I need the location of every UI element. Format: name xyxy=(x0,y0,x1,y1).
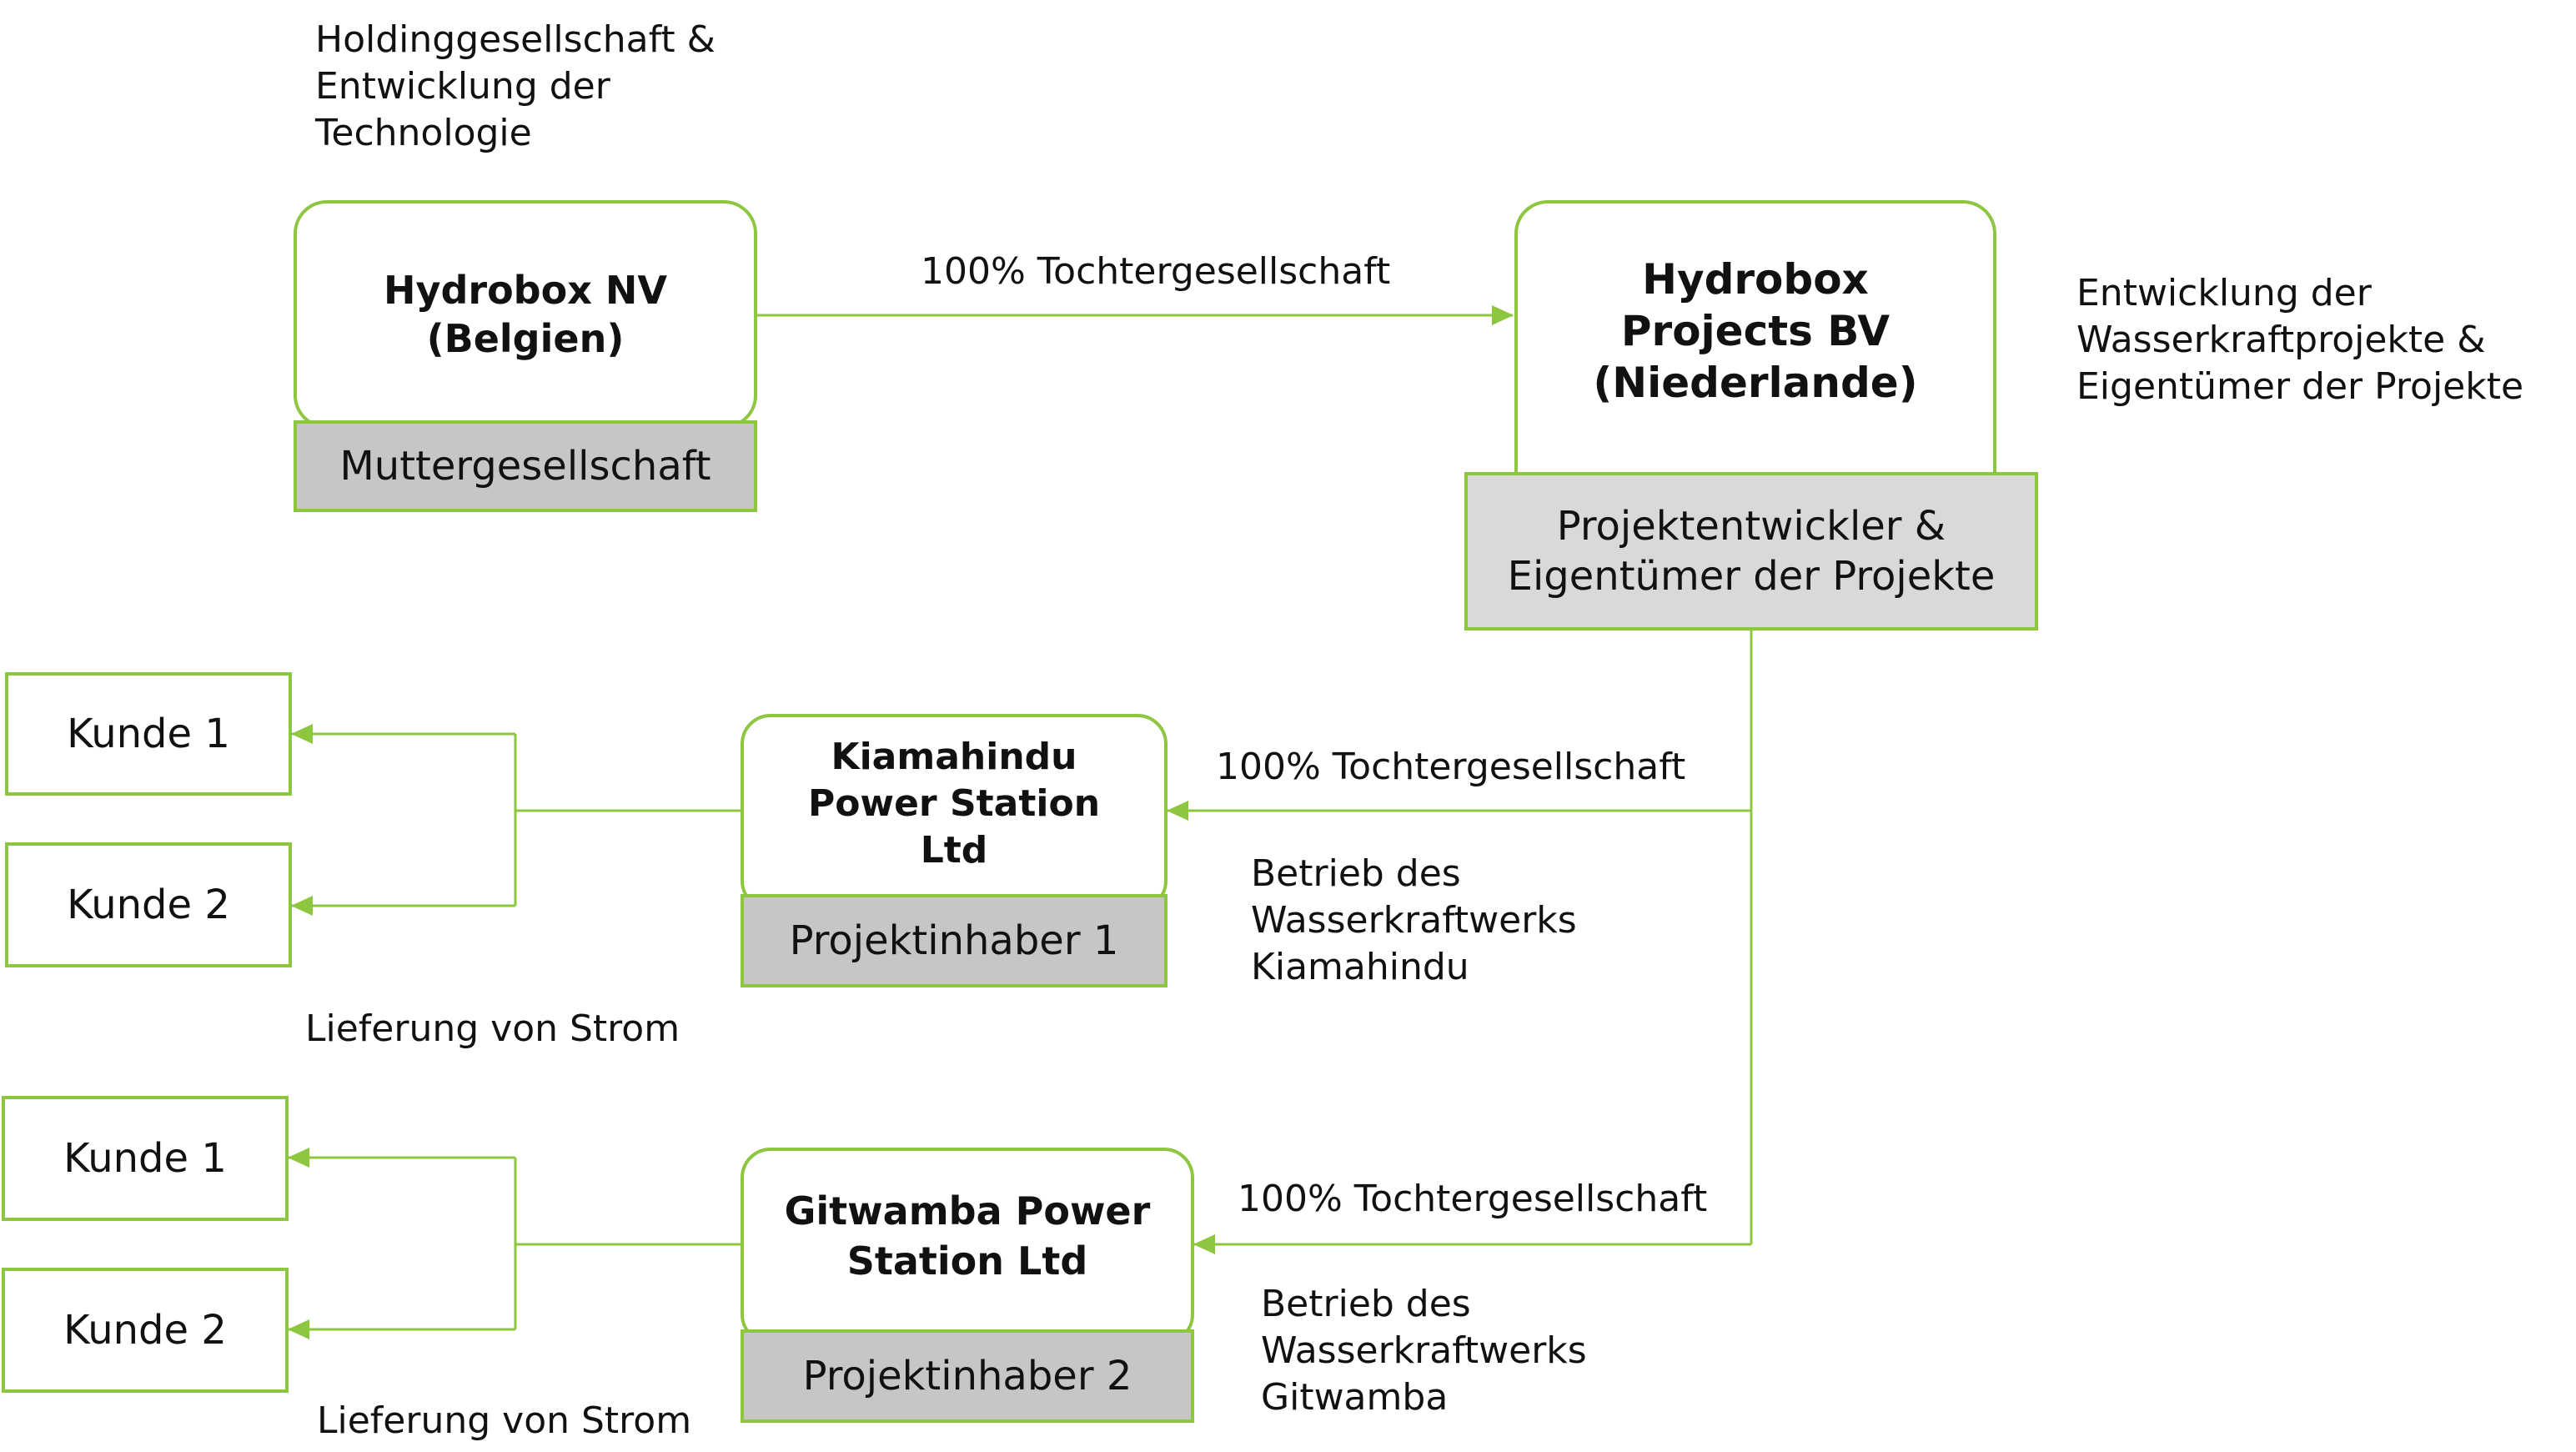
project-2-company-box: Gitwamba Power Station Ltd xyxy=(741,1148,1194,1344)
parent-company-name: Hydrobox NV (Belgien) xyxy=(383,268,667,361)
relation-label-subsidiary: 100% Tochtergesellschaft xyxy=(921,250,1391,293)
customer-1-2-box: Kunde 2 xyxy=(5,842,292,967)
subsidiary-role-box: Projektentwickler & Eigentümer der Proje… xyxy=(1464,472,2038,631)
subsidiary-description: Entwicklung der Wasserkraftprojekte & Ei… xyxy=(2076,272,2524,408)
customer-2-2-label: Kunde 2 xyxy=(63,1307,227,1354)
project-1-company-name: Kiamahindu Power Station Ltd xyxy=(807,736,1101,872)
project-1-operation: Betrieb des Wasserkraftwerks Kiamahindu xyxy=(1251,852,1577,988)
customer-2-1-box: Kunde 1 xyxy=(2,1096,289,1221)
parent-role-label: Muttergesellschaft xyxy=(339,443,711,490)
customer-1-2-label: Kunde 2 xyxy=(67,882,230,928)
project-2-company-name: Gitwamba Power Station Ltd xyxy=(784,1188,1151,1284)
subsidiary-role-label: Projektentwickler & Eigentümer der Proje… xyxy=(1507,503,1996,600)
customer-1-1-box: Kunde 1 xyxy=(5,672,292,796)
project-1-company-box: Kiamahindu Power Station Ltd xyxy=(741,714,1167,911)
customer-2-2-box: Kunde 2 xyxy=(2,1268,289,1393)
customer-1-1-label: Kunde 1 xyxy=(67,711,230,757)
parent-company-box: Hydrobox NV (Belgien) xyxy=(294,200,757,429)
parent-role-box: Muttergesellschaft xyxy=(294,420,757,512)
supply-label-2: Lieferung von Strom xyxy=(317,1399,692,1442)
project-1-role-label: Projektinhaber 1 xyxy=(789,917,1119,964)
project-2-operation: Betrieb des Wasserkraftwerks Gitwamba xyxy=(1261,1283,1587,1419)
relation-label-project-2: 100% Tochtergesellschaft xyxy=(1238,1178,1708,1220)
parent-description: Holdinggesellschaft & Entwicklung der Te… xyxy=(315,18,716,154)
project-1-role-box: Projektinhaber 1 xyxy=(741,894,1167,987)
project-2-role-label: Projektinhaber 2 xyxy=(802,1353,1132,1399)
project-2-role-box: Projektinhaber 2 xyxy=(741,1329,1194,1423)
subsidiary-company-name: Hydrobox Projects BV (Niederlande) xyxy=(1593,255,1918,407)
supply-label-1: Lieferung von Strom xyxy=(305,1007,680,1050)
subsidiary-company-box: Hydrobox Projects BV (Niederlande) xyxy=(1514,200,1996,500)
relation-label-project-1: 100% Tochtergesellschaft xyxy=(1216,746,1686,788)
customer-2-1-label: Kunde 1 xyxy=(63,1135,227,1182)
